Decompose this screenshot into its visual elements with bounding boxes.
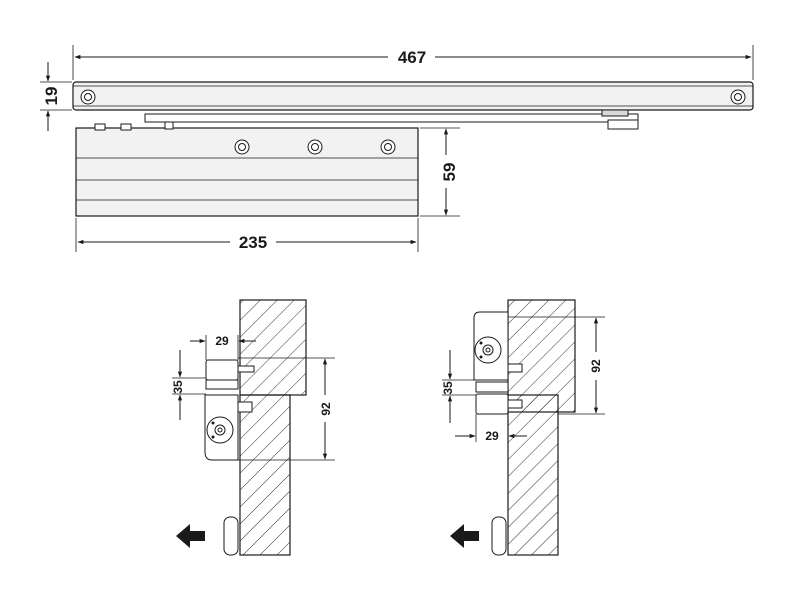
arrow-left-icon — [450, 524, 479, 548]
mounting-screw — [237, 365, 255, 373]
slide-rail — [72, 81, 754, 111]
rail-clip — [205, 379, 239, 390]
dimension-right-depth: 92 — [589, 359, 603, 373]
dimension-right-offset: 29 — [485, 429, 499, 443]
top-view: 467 19 — [40, 45, 754, 252]
slider-block — [607, 119, 639, 130]
right-section-view: 92 35 29 — [441, 299, 605, 556]
door-frame-section — [507, 299, 576, 413]
door-leaf-section — [507, 394, 559, 556]
door-hinge-post — [223, 516, 239, 556]
rail-block — [475, 393, 509, 415]
left-section-view: 29 35 92 — [171, 299, 335, 556]
pinion-icon — [206, 416, 234, 444]
dimension-body-length: 235 — [239, 233, 267, 252]
mounting-screw — [507, 363, 523, 373]
dimension-overall-length: 467 — [398, 48, 426, 67]
dimension-left-gap: 35 — [171, 380, 185, 394]
mounting-screw — [237, 401, 253, 413]
closer-body — [75, 127, 419, 217]
screw-icon — [380, 139, 396, 155]
dimension-left-offset: 29 — [215, 334, 229, 348]
rail-clip — [475, 381, 509, 393]
dimension-right-gap: 35 — [441, 381, 455, 395]
valve-tab — [94, 123, 106, 131]
screw-icon — [307, 139, 323, 155]
valve-tab — [120, 123, 132, 131]
screw-icon — [730, 89, 746, 105]
mounting-screw — [507, 399, 523, 409]
slider-strip — [144, 113, 639, 123]
arrow-left-icon — [176, 524, 205, 548]
rail-block — [205, 359, 239, 381]
pinion-icon — [474, 336, 502, 364]
screw-icon — [234, 139, 250, 155]
door-hinge-post — [491, 516, 507, 556]
dimension-arm-height: 19 — [42, 87, 61, 106]
dimension-body-height: 59 — [440, 163, 459, 182]
door-frame-section — [239, 299, 307, 396]
valve-tab — [164, 121, 174, 130]
dimension-left-depth: 92 — [319, 402, 333, 416]
door-leaf-section — [239, 394, 291, 556]
slider-block — [601, 109, 629, 117]
screw-icon — [80, 89, 96, 105]
